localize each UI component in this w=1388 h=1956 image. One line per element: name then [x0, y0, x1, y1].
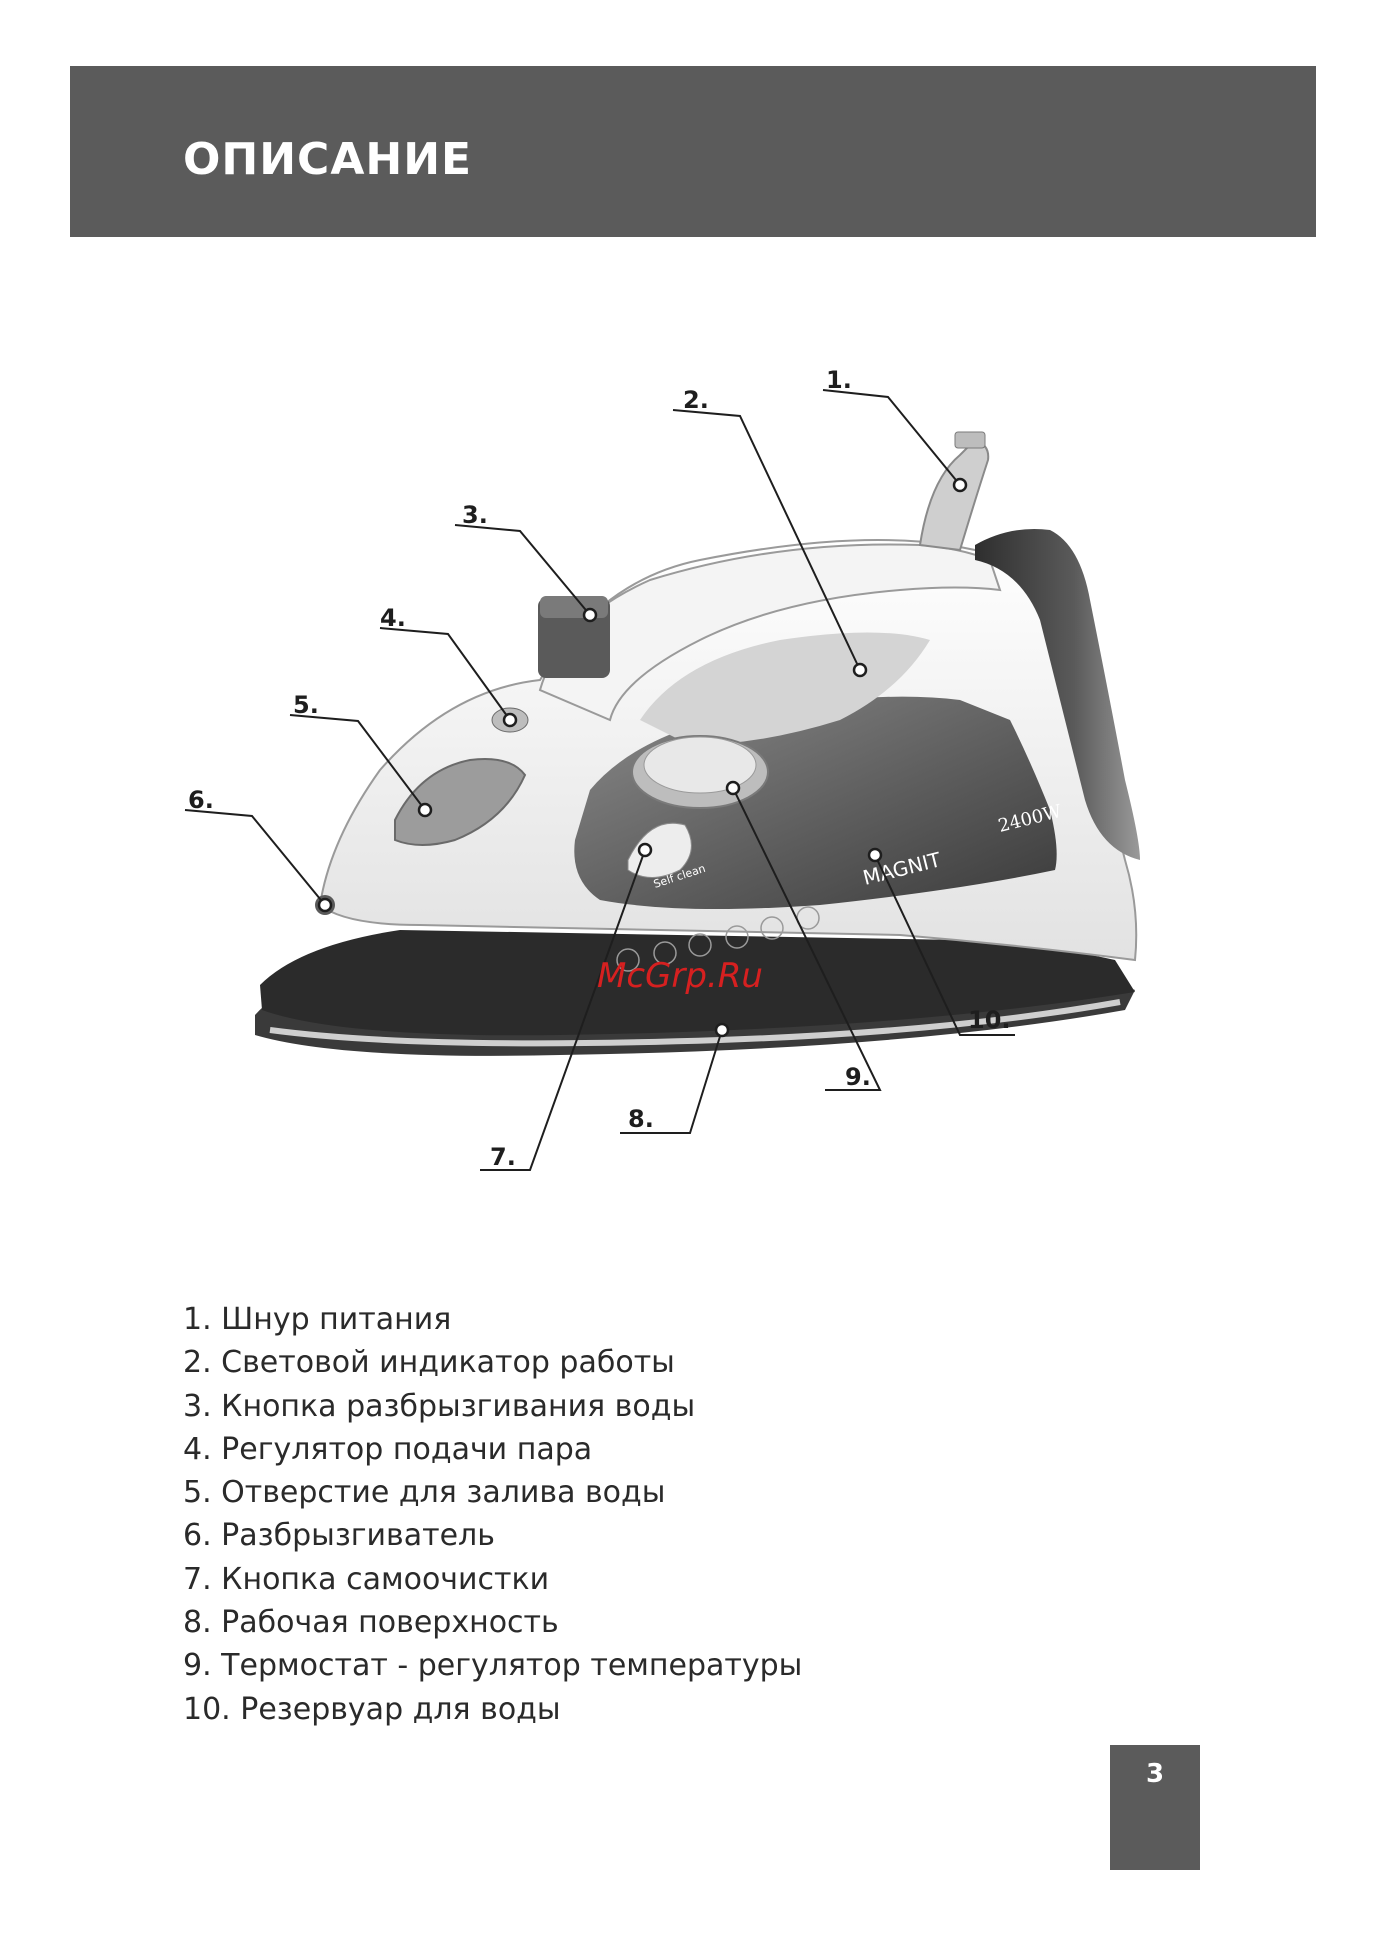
watermark-text: McGrp.Ru — [597, 956, 763, 996]
parts-list: 1. Шнур питания 2. Световой индикатор ра… — [183, 1298, 802, 1731]
thermostat-dial-top — [643, 736, 757, 794]
parts-list-item: 7. Кнопка самоочистки — [183, 1561, 550, 1597]
callout-label-6: 6. — [188, 786, 214, 814]
setting-icon — [653, 941, 677, 965]
setting-icon — [725, 925, 749, 949]
callout-dot-7 — [637, 842, 653, 858]
callout-dot-9 — [725, 780, 741, 796]
leader-lines — [184, 389, 1015, 1171]
setting-icon — [616, 948, 640, 972]
fabric-setting-icons — [616, 906, 820, 972]
cord-plug-shape — [954, 431, 986, 449]
callout-label-9: 9. — [845, 1063, 871, 1091]
leader-line-3 — [454, 524, 591, 616]
header-bar: ОПИСАНИЕ — [70, 66, 1316, 237]
callout-dot-6 — [317, 897, 333, 913]
parts-list-item: 2. Световой индикатор работы — [183, 1345, 675, 1381]
callout-dot-3 — [582, 607, 598, 623]
page-number: 3 — [1145, 1759, 1165, 1789]
leader-line-8 — [620, 1029, 723, 1134]
handle-opening — [640, 632, 930, 745]
parts-list-item: 1. Шнур питания — [183, 1302, 452, 1337]
leader-line-9 — [732, 787, 882, 1091]
parts-list-item: 5. Отверстие для залива воды — [183, 1475, 666, 1511]
parts-list-item: 9. Термостат - регулятор температуры — [183, 1648, 803, 1684]
leader-line-7 — [480, 849, 646, 1171]
iron-illustration: Self clean MAGNIT 2400W — [255, 431, 1140, 1056]
callout-label-10: 10. — [968, 1006, 1011, 1034]
callout-label-8: 8. — [628, 1105, 654, 1133]
callout-label-7: 7. — [490, 1143, 516, 1171]
callout-dot-10 — [867, 847, 883, 863]
setting-icon — [688, 933, 712, 957]
callout-dot-4 — [502, 712, 518, 728]
leader-line-5 — [289, 714, 426, 811]
callout-dot-1 — [952, 477, 968, 493]
iron-diagram: Self clean MAGNIT 2400W — [184, 366, 1140, 1171]
parts-list-item: 3. Кнопка разбрызгивания воды — [183, 1388, 696, 1424]
parts-list-item: 10. Резервуар для воды — [183, 1691, 561, 1727]
handle-shape — [538, 543, 1002, 722]
leader-line-10 — [874, 854, 1015, 1036]
callout-dot-8 — [714, 1022, 730, 1038]
leader-line-2 — [672, 409, 861, 671]
setting-icon — [760, 916, 784, 940]
callout-label-2: 2. — [683, 386, 709, 414]
cord-guard-shape — [918, 438, 990, 552]
leader-line-1 — [822, 389, 961, 486]
spray-button-top — [540, 596, 608, 618]
iron-base-band — [260, 930, 1135, 1036]
callout-label-5: 5. — [293, 691, 319, 719]
self-clean-button-shape — [627, 822, 692, 878]
callout-dot-2 — [852, 662, 868, 678]
callout-dot-5 — [417, 802, 433, 818]
leader-line-6 — [184, 809, 326, 906]
parts-list-item: 8. Рабочая поверхность — [183, 1605, 559, 1641]
page-number-box: 3 — [1110, 1745, 1200, 1870]
callout-dots — [317, 477, 968, 1038]
fill-opening-shape — [394, 758, 527, 846]
callout-label-4: 4. — [380, 604, 406, 632]
callout-label-1: 1. — [826, 366, 852, 394]
parts-list-item: 6. Разбрызгиватель — [183, 1518, 495, 1554]
rear-heel-shape — [975, 529, 1140, 860]
leader-line-4 — [379, 627, 511, 721]
page-title: ОПИСАНИЕ — [183, 134, 473, 185]
callout-label-3: 3. — [462, 501, 488, 529]
parts-list-item: 4. Регулятор подачи пара — [183, 1431, 593, 1467]
